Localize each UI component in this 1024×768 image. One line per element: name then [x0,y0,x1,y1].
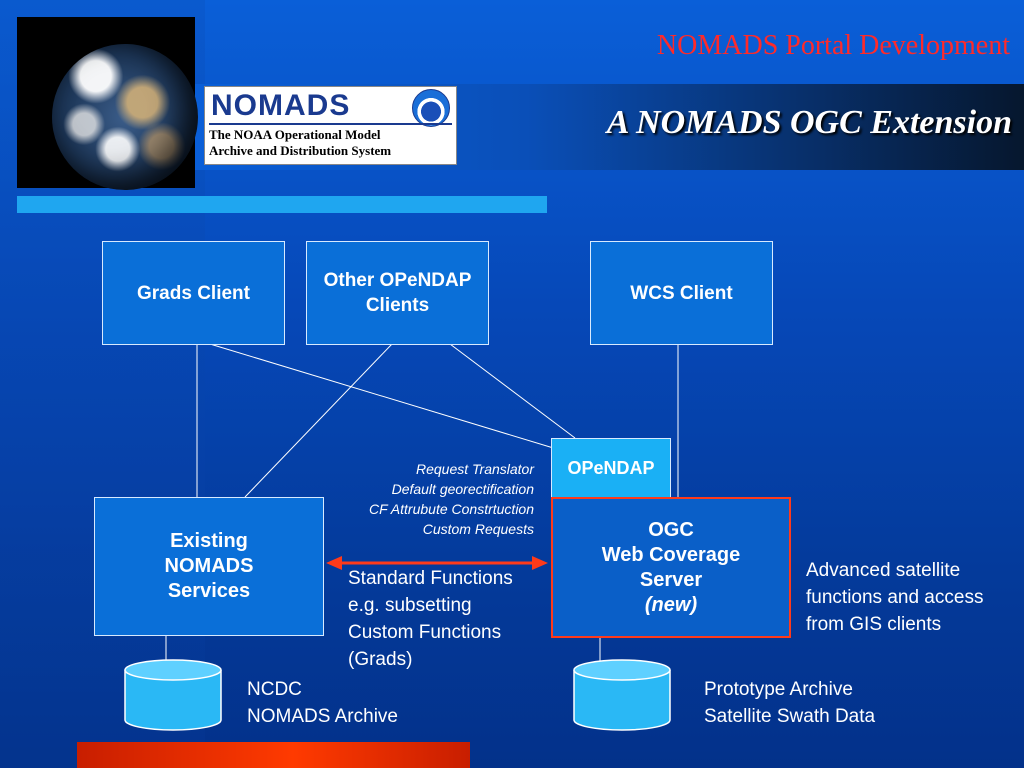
grads-client-box: Grads Client [102,241,285,345]
cyan-accent-bar [17,196,547,213]
logo-subtitle: The NOAA Operational Model Archive and D… [209,127,392,158]
logo-divider [209,123,452,125]
arrow-head-left [326,556,342,570]
earth-globe-image [17,17,198,190]
nomads-logo: NOMADS The NOAA Operational Model Archiv… [204,86,457,165]
other-opendap-clients-box: Other OPeNDAP Clients [306,241,489,345]
standard-functions-notes: Standard Functions e.g. subsetting Custo… [348,568,513,670]
slide-title: A NOMADS OGC Extension [606,104,1012,141]
translator-notes: Request Translator Default georectificat… [369,461,534,537]
line-other-to-opendap [449,343,576,439]
arrow-head-right [532,556,548,570]
ogc-web-coverage-server-box: OGC Web Coverage Server (new) [551,497,791,638]
earth-globe-icon [52,44,198,190]
ncdc-database-icon [124,659,222,731]
line-other-to-existing [244,343,393,498]
logo-wordmark: NOMADS [211,89,351,122]
line-grads-to-opendap [209,343,561,451]
top-title: NOMADS Portal Development [656,30,1010,61]
red-accent-bar [77,742,470,768]
existing-nomads-services-box: Existing NOMADS Services [94,497,324,636]
opendap-box: OPeNDAP [551,438,671,499]
advanced-satellite-notes: Advanced satellite functions and access … [806,560,984,635]
prototype-database-icon [573,659,671,731]
noaa-emblem-icon [412,89,450,127]
wcs-client-box: WCS Client [590,241,773,345]
ncdc-archive-label: NCDC NOMADS Archive [247,679,398,727]
prototype-archive-label: Prototype Archive Satellite Swath Data [704,679,876,727]
